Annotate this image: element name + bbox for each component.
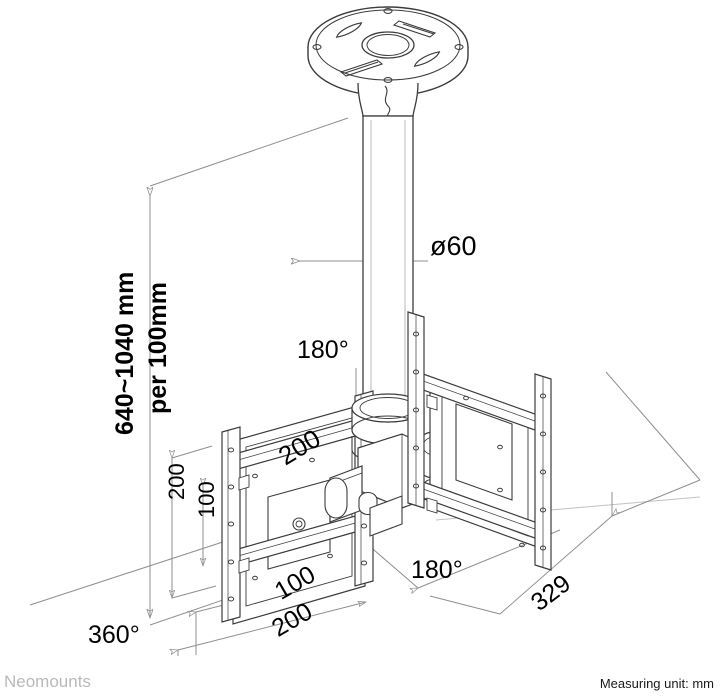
right-display-bracket [407,311,552,571]
measuring-unit-note: Measuring unit: mm [599,676,714,691]
vesa-h-ext-top [171,445,213,459]
pole-diameter-label: ø60 [430,231,477,261]
vesa-height-inner-label: 100 [194,481,219,518]
height-range-label-line1: 640~1040 mm [111,271,139,435]
swivel-lower-label: 180° [411,556,463,584]
depth-ext-b [429,595,501,615]
vesa-h-ext-bot [171,585,217,599]
vesa-width-outer-line [178,602,366,650]
height-range-label-line2: per 100mm [144,281,172,414]
brand-watermark: Neomounts [4,672,91,691]
extension-pole [362,115,414,437]
vesa-height-outer-label: 200 [164,463,189,500]
plan-line-right-upper [605,371,701,481]
swivel-upper-label: 180° [297,336,349,364]
ceiling-plate [307,6,469,124]
plan-line-right-lower [611,479,701,517]
rotation-label: 360° [88,621,140,649]
depth-dimension-line [499,516,612,615]
height-ext-top [149,117,349,187]
